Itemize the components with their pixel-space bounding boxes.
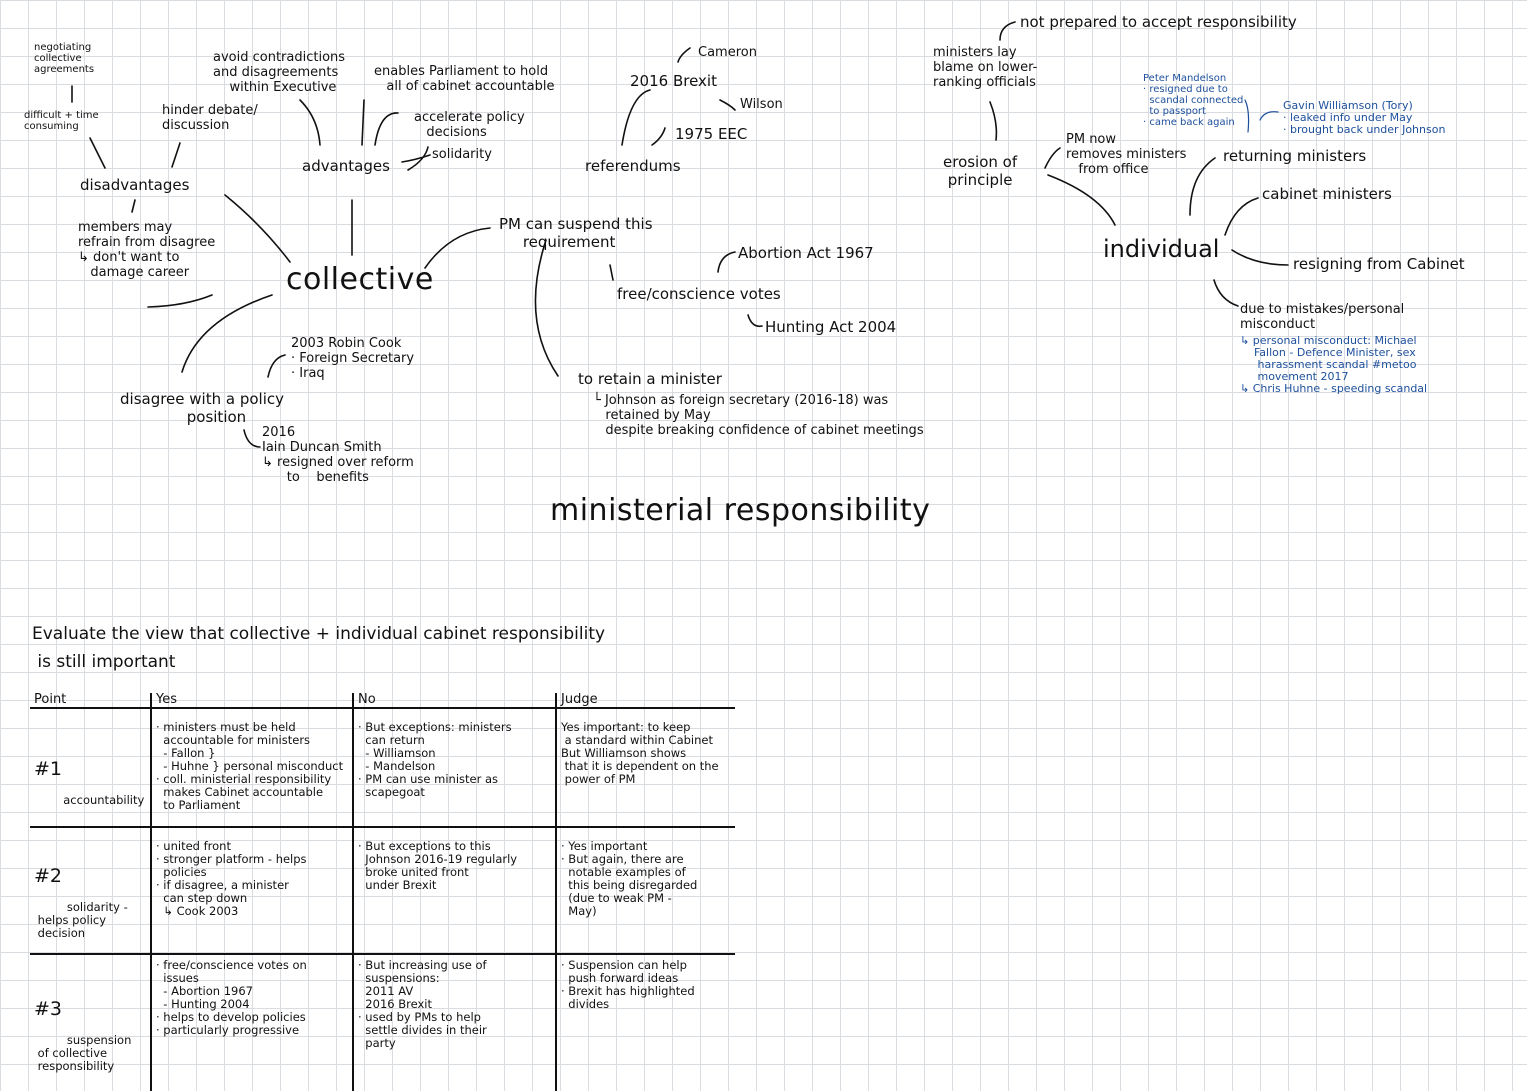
table-row: #1 accountability · ministers must be he… xyxy=(30,708,735,828)
hunting-act-note: Hunting Act 2004 xyxy=(765,318,897,336)
evaluation-question: Evaluate the view that collective + indi… xyxy=(32,624,606,672)
eec-1975-note: 1975 EEC xyxy=(675,125,748,143)
difficult-time-consuming-note: difficult + time consuming xyxy=(24,110,99,132)
not-prepared-note: not prepared to accept responsibility xyxy=(1020,13,1297,31)
header-judge: Judge xyxy=(556,693,735,709)
negotiating-agreements-note: negotiating collective agreements xyxy=(34,42,95,75)
free-conscience-votes-node: free/conscience votes xyxy=(617,285,781,303)
yes-cell: · ministers must be held accountable for… xyxy=(151,708,354,828)
judge-cell: · Yes important · But again, there are n… xyxy=(556,827,735,955)
retain-minister-node: to retain a minister xyxy=(578,370,722,388)
robin-cook-note: 2003 Robin Cook · Foreign Secretary · Ir… xyxy=(291,336,415,381)
accelerate-policy-note: accelerate policy decisions xyxy=(414,110,525,140)
judge-cell: · Suspension can help push forward ideas… xyxy=(561,958,695,1011)
pm-suspend-node: PM can suspend this requirement xyxy=(499,215,653,251)
individual-node: individual xyxy=(1103,235,1220,263)
point-cell: #1 accountability xyxy=(30,708,152,828)
advantages-node: advantages xyxy=(302,157,390,175)
point-label: suspension of collective responsibility xyxy=(37,1033,132,1073)
enables-parliament-note: enables Parliament to hold all of cabine… xyxy=(374,64,555,94)
referendums-node: referendums xyxy=(585,157,681,175)
resigning-from-cabinet-node: resigning from Cabinet xyxy=(1293,255,1465,273)
yes-cell: · free/conscience votes on issues - Abor… xyxy=(151,954,354,1091)
header-no: No xyxy=(353,693,557,709)
hinder-debate-note: hinder debate/ discussion xyxy=(162,103,258,133)
header-point: Point xyxy=(30,693,152,709)
avoid-contradictions-note: avoid contradictions and disagreements w… xyxy=(213,50,346,95)
cabinet-ministers-node: cabinet ministers xyxy=(1262,185,1392,203)
pm-removes-note: PM now removes ministers from office xyxy=(1066,132,1187,177)
wilson-note: Wilson xyxy=(740,97,783,112)
johnson-retained-note: └ Johnson as foreign secretary (2016-18)… xyxy=(593,393,924,438)
abortion-act-note: Abortion Act 1967 xyxy=(738,244,874,262)
point-number: #2 xyxy=(34,865,63,887)
brexit-2016-note: 2016 Brexit xyxy=(630,72,717,90)
evaluation-table: Point Yes No Judge #1 accountability · m… xyxy=(30,693,735,1091)
header-yes: Yes xyxy=(151,693,354,709)
erosion-of-principle-node: erosion of principle xyxy=(943,153,1018,189)
point-label: accountability xyxy=(63,793,145,807)
mandelson-note: Peter Mandelson · resigned due to scanda… xyxy=(1143,73,1244,128)
page-title: ministerial responsibility xyxy=(550,493,931,528)
disadvantages-node: disadvantages xyxy=(80,176,190,194)
point-label: solidarity - helps policy decision xyxy=(37,900,128,940)
no-cell: · But increasing use of suspensions: 201… xyxy=(353,954,557,1091)
misconduct-examples-note: ↳ personal misconduct: Michael Fallon - … xyxy=(1240,334,1428,395)
no-cell: · But exceptions: ministers can return -… xyxy=(353,708,557,828)
point-number: #1 xyxy=(34,758,63,780)
point-number: #3 xyxy=(34,998,63,1020)
cameron-note: Cameron xyxy=(698,45,757,60)
returning-ministers-node: returning ministers xyxy=(1223,147,1367,165)
williamson-note: Gavin Williamson (Tory) · leaked info un… xyxy=(1283,99,1446,136)
collective-node: collective xyxy=(286,262,434,297)
disagree-policy-node: disagree with a policy position xyxy=(120,390,284,426)
members-refrain-note: members may refrain from disagree ↳ don'… xyxy=(78,220,216,280)
yes-cell: · united front · stronger platform - hel… xyxy=(151,827,354,955)
solidarity-note: solidarity xyxy=(432,147,492,162)
point-cell: #3 suspension of collective responsibili… xyxy=(30,954,152,1091)
no-cell: · But exceptions to this Johnson 2016-19… xyxy=(353,827,557,955)
table-row: #2 solidarity - helps policy decision · … xyxy=(30,827,735,955)
point-cell: #2 solidarity - helps policy decision xyxy=(30,827,152,955)
lay-blame-note: ministers lay blame on lower- ranking of… xyxy=(933,45,1038,90)
table-row: #3 suspension of collective responsibili… xyxy=(30,954,735,1091)
iain-duncan-smith-note: 2016 Iain Duncan Smith ↳ resigned over r… xyxy=(262,425,414,485)
judge-cell: Yes important: to keep a standard within… xyxy=(556,708,735,828)
mistakes-misconduct-node: due to mistakes/personal misconduct xyxy=(1240,302,1405,332)
